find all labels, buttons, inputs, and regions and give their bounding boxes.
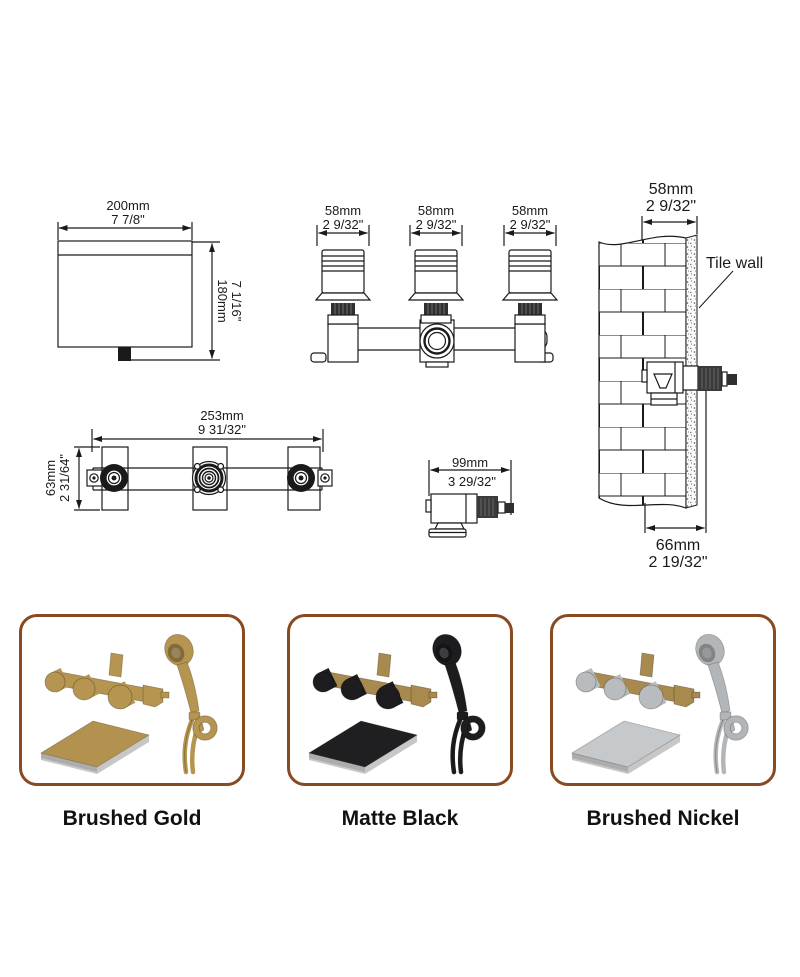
dim-handle-3: 58mm 2 9/32" (510, 204, 551, 232)
dim-handle-2-mm: 58mm (417, 203, 455, 218)
finish-label-brushed-gold: Brushed Gold (62, 807, 202, 830)
product-photo-brushed-nickel (558, 625, 768, 775)
wall-section-drawing (598, 216, 737, 533)
dim-spout-width: 200mm 7 7/8" (106, 199, 149, 227)
dim-spout-width-in: 7 7/8" (111, 212, 145, 227)
product-photo-brushed-gold (27, 625, 237, 775)
rough-in-front-drawing (74, 429, 333, 511)
dim-spout-width-mm: 200mm (106, 198, 150, 213)
dim-roughin-depth-mm: 99mm (451, 455, 489, 470)
dim-handle-1-mm: 58mm (324, 203, 362, 218)
dim-roughin-height-mm: 63mm (43, 459, 58, 497)
tile-wall-pointer (698, 270, 734, 309)
finish-card-brushed-nickel (550, 614, 776, 786)
dim-roughin-width-in: 9 31/32" (198, 422, 246, 437)
spout-outlet (118, 347, 131, 361)
dim-handle-1-in: 2 9/32" (322, 217, 364, 232)
dim-handle-3-mm: 58mm (511, 203, 549, 218)
handle-valve-front-drawing (310, 225, 559, 368)
dim-roughin-height: 63mm 2 31/64" (43, 454, 72, 502)
rough-in-side-drawing (425, 460, 514, 538)
dim-roughin-width-mm: 253mm (200, 408, 244, 423)
dim-handle-3-in: 2 9/32" (509, 217, 551, 232)
dim-wall-depth-in: 2 9/32" (645, 198, 697, 215)
spout-top-view-drawing (57, 222, 220, 361)
finish-card-brushed-gold (19, 614, 245, 786)
dim-wall-depth-mm: 58mm (648, 181, 694, 198)
dim-spout-height-mm: 180mm (215, 279, 230, 323)
dim-roughin-height-in: 2 31/64" (57, 454, 72, 502)
finish-card-matte-black (287, 614, 513, 786)
handle-1 (314, 225, 372, 325)
product-photo-matte-black (295, 625, 505, 775)
handle-2 (407, 225, 465, 324)
dim-handle-2-in: 2 9/32" (415, 217, 457, 232)
port-center (191, 460, 227, 496)
embedded-valve (641, 361, 737, 406)
tile-wall-label: Tile wall (706, 255, 764, 272)
dim-roughin-width: 253mm 9 31/32" (198, 409, 246, 437)
port-right (287, 464, 315, 492)
dim-wall-protrusion: 66mm 2 19/32" (648, 537, 707, 571)
dim-handle-2: 58mm 2 9/32" (416, 204, 457, 232)
port-left (100, 464, 128, 492)
dim-roughin-depth-in: 3 29/32" (448, 474, 496, 489)
finish-label-brushed-nickel: Brushed Nickel (586, 807, 740, 830)
dim-wall-depth: 58mm 2 9/32" (646, 181, 696, 215)
dim-wall-protrusion-in: 2 19/32" (648, 554, 708, 571)
dim-spout-height: 180mm 7 1/16" (215, 279, 244, 323)
handle-3 (501, 225, 559, 325)
finish-label-matte-black: Matte Black (341, 807, 459, 830)
dim-handle-1: 58mm 2 9/32" (323, 204, 364, 232)
dim-spout-height-in: 7 1/16" (229, 280, 244, 322)
dim-wall-protrusion-mm: 66mm (655, 537, 701, 554)
